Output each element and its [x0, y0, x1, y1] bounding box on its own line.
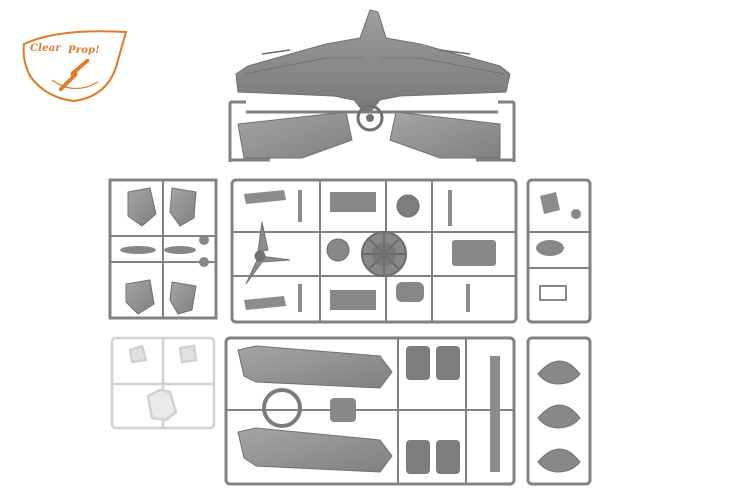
fuselage-sprue [224, 336, 516, 486]
propeller-icon [51, 58, 99, 92]
upper-wing-sprue [228, 100, 516, 162]
right-small-sprue [526, 178, 592, 324]
propeller-part [245, 221, 291, 285]
cowling-sprue [526, 336, 592, 486]
clear-prop-logo [22, 30, 128, 103]
upper-wing-part [235, 9, 511, 111]
clear-parts-sprue [110, 336, 216, 430]
radial-engine-part [361, 231, 407, 277]
logo-word-prop: Prop! [68, 45, 100, 56]
logo-word-clear: Clear [30, 43, 61, 54]
center-sprue [230, 178, 518, 324]
left-sprue [108, 178, 218, 320]
lower-wing-panels [237, 104, 501, 159]
